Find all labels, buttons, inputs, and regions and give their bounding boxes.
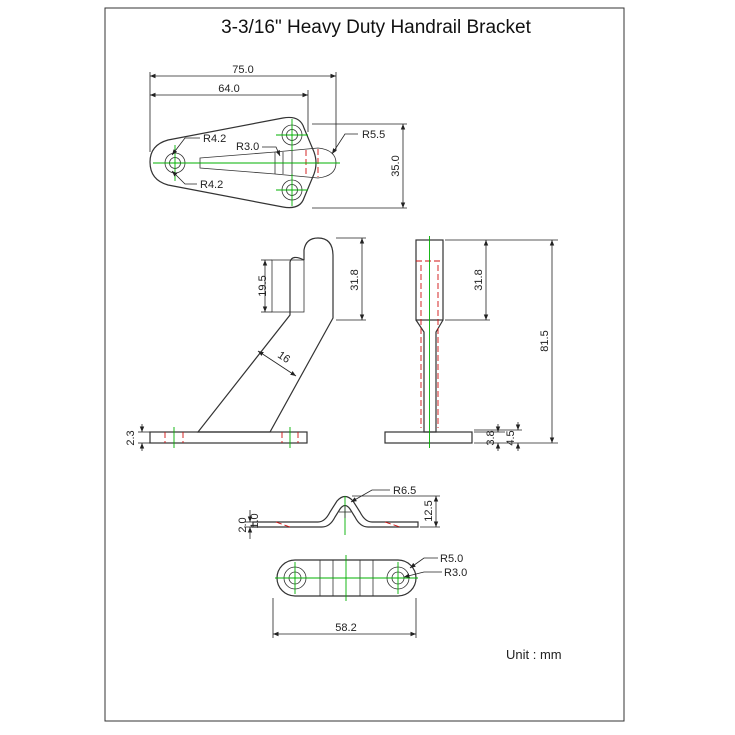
strap-side-outline xyxy=(252,495,419,528)
dim-side-cup: 19.5 xyxy=(257,275,269,296)
dim-front-total: 81.5 xyxy=(539,330,551,351)
dim-front-base1: 3.8 xyxy=(485,430,497,445)
dim-front-base2: 4.5 xyxy=(505,430,517,445)
dim-strap-length: 58.2 xyxy=(335,622,356,634)
label-r-outer: R5.0 xyxy=(440,553,463,565)
dim-side-saddle: 31.8 xyxy=(349,269,361,290)
unit-note: Unit : mm xyxy=(506,647,562,662)
side-view: 19.5 31.8 16 2.3 xyxy=(125,237,366,451)
strap-side-view: R6.5 12.5 2.0 1.0 xyxy=(237,485,440,539)
dim-strap-height: 12.5 xyxy=(423,500,435,521)
label-r-cup: R5.5 xyxy=(362,129,385,141)
front-base xyxy=(384,431,473,444)
label-r-upper: R4.2 xyxy=(203,133,226,145)
dim-strap-thickness: 2.0 xyxy=(237,517,249,532)
top-plate-outline xyxy=(149,116,317,209)
label-r-hole: R3.0 xyxy=(444,567,467,579)
side-base-plate xyxy=(149,431,308,444)
front-view: 31.8 81.5 3.8 4.5 xyxy=(384,236,558,451)
dim-side-base: 2.3 xyxy=(125,430,137,445)
label-r-lower: R4.2 xyxy=(200,179,223,191)
dim-plate-height: 35.0 xyxy=(390,155,402,176)
dim-overall-length: 75.0 xyxy=(232,64,253,76)
dim-side-arm: 16 xyxy=(275,349,292,366)
strap-top-view: R5.0 R3.0 58.2 xyxy=(272,553,467,638)
dim-front-saddle: 31.8 xyxy=(473,269,485,290)
drawing-frame xyxy=(104,7,625,722)
side-cup-box xyxy=(271,259,305,313)
drawing-title: 3-3/16" Heavy Duty Handrail Bracket xyxy=(221,17,532,38)
label-r-slot: R3.0 xyxy=(236,141,259,153)
side-bracket-outline xyxy=(196,237,334,433)
label-r-bend: R6.5 xyxy=(393,485,416,497)
top-view: 75.0 64.0 35.0 R4.2 R4.2 R3.0 R5.5 xyxy=(149,64,407,209)
dim-hole-span: 64.0 xyxy=(218,83,239,95)
dim-strap-thin: 1.0 xyxy=(249,513,261,528)
